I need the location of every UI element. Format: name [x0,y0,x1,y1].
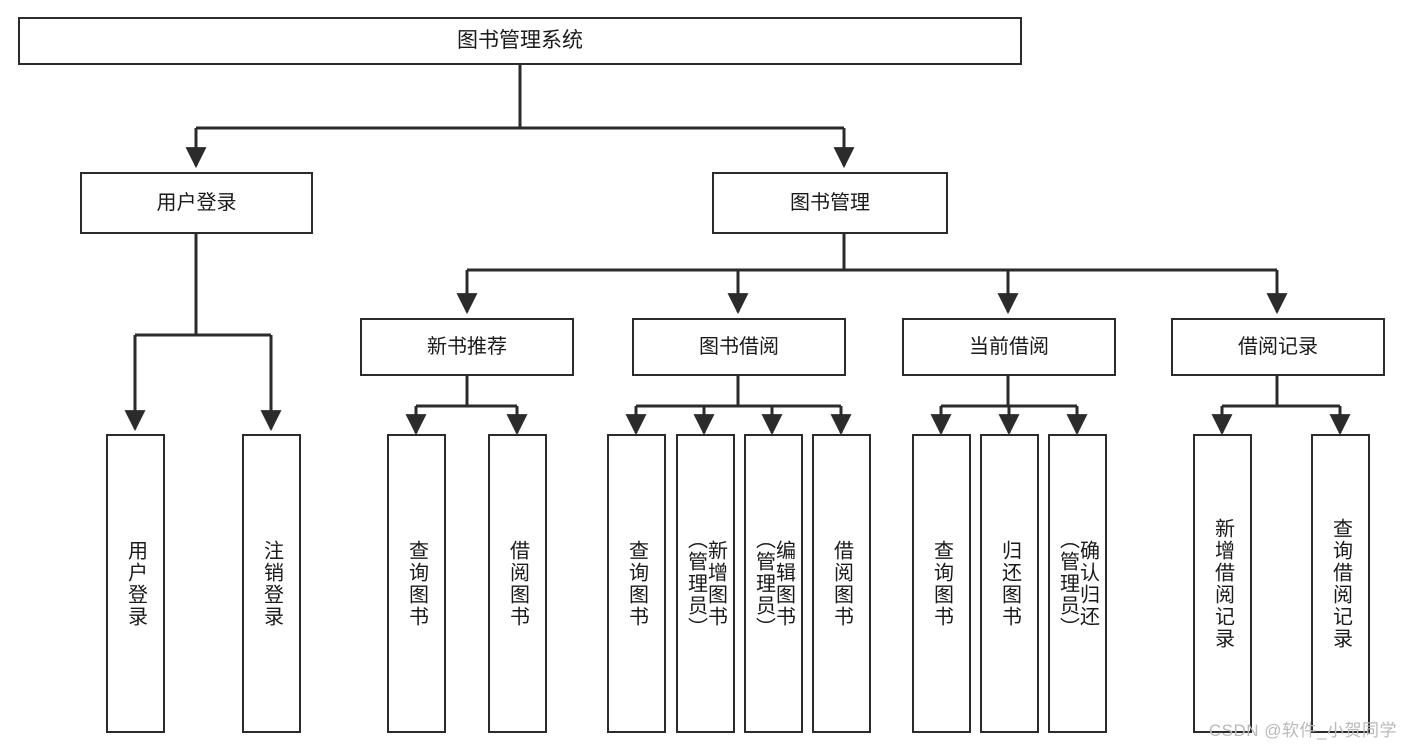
node-new-book-recommend-label: 新书推荐 [427,335,507,358]
leaf-bookborrow-edit-book-label: 编辑图书 （管理员） [752,528,795,639]
leaf-currentborrow-confirm-return[interactable]: 确认归还 （管理员） [1048,434,1107,733]
leaf-borrowrecord-query-record[interactable]: 查询借阅记录 [1311,434,1370,733]
leaf-currentborrow-return-book-label: 归还图书 [998,539,1021,628]
node-current-borrow-label: 当前借阅 [969,335,1049,358]
leaf-user-login-login[interactable]: 用户登录 [106,434,165,733]
node-book-management[interactable]: 图书管理 [712,172,948,234]
leaf-user-login-logout-label: 注销登录 [260,539,283,628]
leaf-newbook-borrow-book[interactable]: 借阅图书 [488,434,547,733]
leaf-newbook-query-book[interactable]: 查询图书 [387,434,446,733]
leaf-user-login-logout[interactable]: 注销登录 [242,434,301,733]
leaf-newbook-query-book-label: 查询图书 [405,539,428,628]
node-book-management-label: 图书管理 [790,191,870,214]
leaf-bookborrow-edit-book[interactable]: 编辑图书 （管理员） [744,434,803,733]
leaf-borrowrecord-add-record-label: 新增借阅记录 [1211,517,1234,650]
leaf-bookborrow-add-book[interactable]: 新增图书 （管理员） [676,434,735,733]
leaf-bookborrow-borrow-book-label: 借阅图书 [830,539,853,628]
node-new-book-recommend[interactable]: 新书推荐 [360,318,574,376]
node-current-borrow[interactable]: 当前借阅 [902,318,1116,376]
leaf-user-login-login-label: 用户登录 [124,539,147,628]
csdn-watermark: CSDN @软件_小贺同学 [1208,721,1397,740]
leaf-bookborrow-query-book-label: 查询图书 [625,539,648,628]
leaf-newbook-borrow-book-label: 借阅图书 [506,539,529,628]
node-book-borrow[interactable]: 图书借阅 [632,318,846,376]
leaf-currentborrow-confirm-return-label: 确认归还 （管理员） [1056,528,1099,639]
node-user-login-label: 用户登录 [156,191,237,214]
node-user-login[interactable]: 用户登录 [80,172,313,234]
leaf-bookborrow-borrow-book[interactable]: 借阅图书 [812,434,871,733]
leaf-currentborrow-return-book[interactable]: 归还图书 [980,434,1039,733]
node-book-borrow-label: 图书借阅 [699,335,779,358]
leaf-currentborrow-query-book[interactable]: 查询图书 [912,434,971,733]
node-borrow-record[interactable]: 借阅记录 [1171,318,1385,376]
node-borrow-record-label: 借阅记录 [1238,335,1318,358]
leaf-bookborrow-query-book[interactable]: 查询图书 [607,434,666,733]
leaf-borrowrecord-add-record[interactable]: 新增借阅记录 [1193,434,1252,733]
node-root-label: 图书管理系统 [457,29,583,53]
leaf-borrowrecord-query-record-label: 查询借阅记录 [1329,517,1352,650]
leaf-currentborrow-query-book-label: 查询图书 [930,539,953,628]
node-root[interactable]: 图书管理系统 [18,17,1022,65]
leaf-bookborrow-add-book-label: 新增图书 （管理员） [684,528,727,639]
